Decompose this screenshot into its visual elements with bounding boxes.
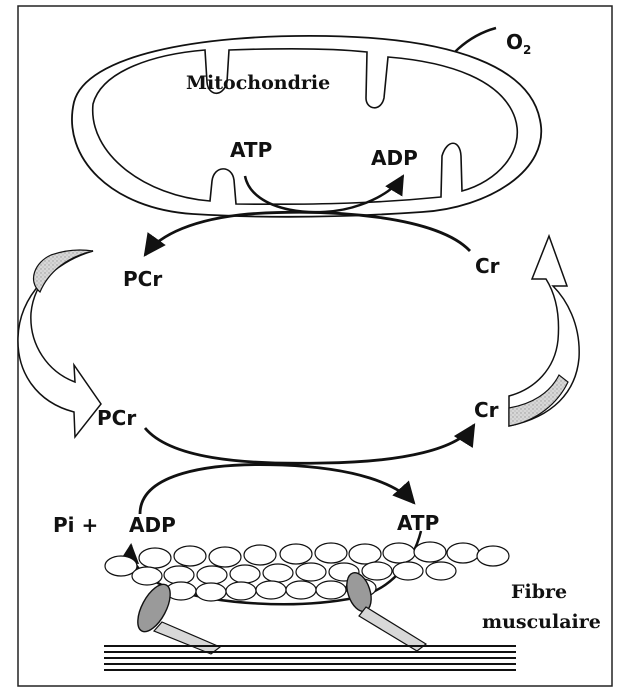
myofilament-ellipse bbox=[296, 563, 326, 581]
oxygen-subscript: 2 bbox=[523, 43, 531, 57]
pcr-upper-label: PCr bbox=[123, 267, 162, 291]
myofilament-ellipse bbox=[263, 564, 293, 582]
myofilament-ellipse bbox=[132, 567, 162, 585]
cr-lower-label: Cr bbox=[474, 398, 499, 422]
cr-upper-label: Cr bbox=[475, 254, 500, 278]
myofilament-ellipse bbox=[139, 548, 171, 568]
atp-top-label: ATP bbox=[230, 138, 272, 162]
myofilament-ellipse bbox=[316, 581, 346, 599]
myofilament-ellipse bbox=[280, 544, 312, 564]
myofilament-ellipse bbox=[286, 581, 316, 599]
myofilament-ellipse bbox=[447, 543, 479, 563]
myofilament-ellipse bbox=[414, 542, 446, 562]
pi-plus-label: Pi + bbox=[53, 513, 98, 537]
myofilament-ellipse bbox=[477, 546, 509, 566]
myofilament-ellipse bbox=[196, 583, 226, 601]
myofilament-ellipse bbox=[197, 566, 227, 584]
mitochondrion: Mitochondrie ATP ADP bbox=[72, 36, 541, 217]
myofilament-ellipse bbox=[315, 543, 347, 563]
myofilament-ellipse bbox=[230, 565, 260, 583]
myofilament-ellipse bbox=[209, 547, 241, 567]
pcr-lower-label: PCr bbox=[97, 406, 136, 430]
myofilament-ellipse bbox=[174, 546, 206, 566]
mitochondrion-label: Mitochondrie bbox=[186, 72, 330, 94]
myofilament-ellipse bbox=[426, 562, 456, 580]
myofilament-ellipse bbox=[362, 562, 392, 580]
atp-bottom-label: ATP bbox=[397, 511, 439, 535]
myofilament-ellipse bbox=[393, 562, 423, 580]
muscle-fiber-label-line-1: Fibre bbox=[511, 581, 567, 603]
myofilament-ellipse bbox=[226, 582, 256, 600]
myofilament-ellipse bbox=[164, 566, 194, 584]
adp-bottom-label: ADP bbox=[129, 513, 176, 537]
adp-top-label: ADP bbox=[371, 146, 418, 170]
myofilament-ellipse bbox=[349, 544, 381, 564]
myofilament-ellipse bbox=[244, 545, 276, 565]
myofilament-ellipse bbox=[256, 581, 286, 599]
muscle-fiber-label-line-2: musculaire bbox=[482, 611, 601, 633]
myofilament-ellipse bbox=[383, 543, 415, 563]
